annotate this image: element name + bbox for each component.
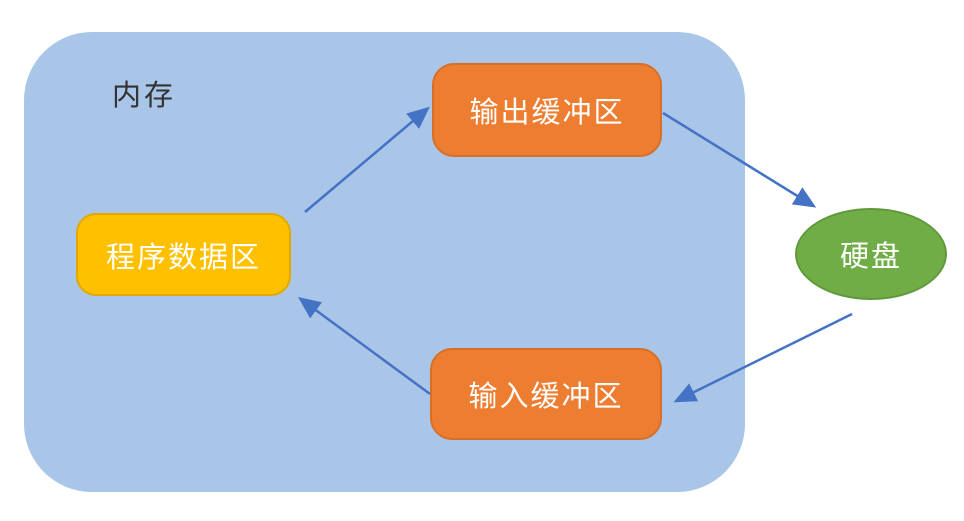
program-data-node: 程序数据区: [76, 213, 291, 296]
program-data-label: 程序数据区: [105, 241, 261, 274]
memory-label: 内存: [112, 80, 177, 112]
input-buffer-label: 输入缓冲区: [468, 381, 624, 413]
hard-disk-label: 硬盘: [839, 241, 902, 273]
output-buffer-label: 输出缓冲区: [469, 97, 625, 129]
input-buffer-node: 输入缓冲区: [430, 348, 662, 440]
output-buffer-node: 输出缓冲区: [432, 63, 662, 157]
hard-disk-node: 硬盘: [795, 208, 947, 300]
